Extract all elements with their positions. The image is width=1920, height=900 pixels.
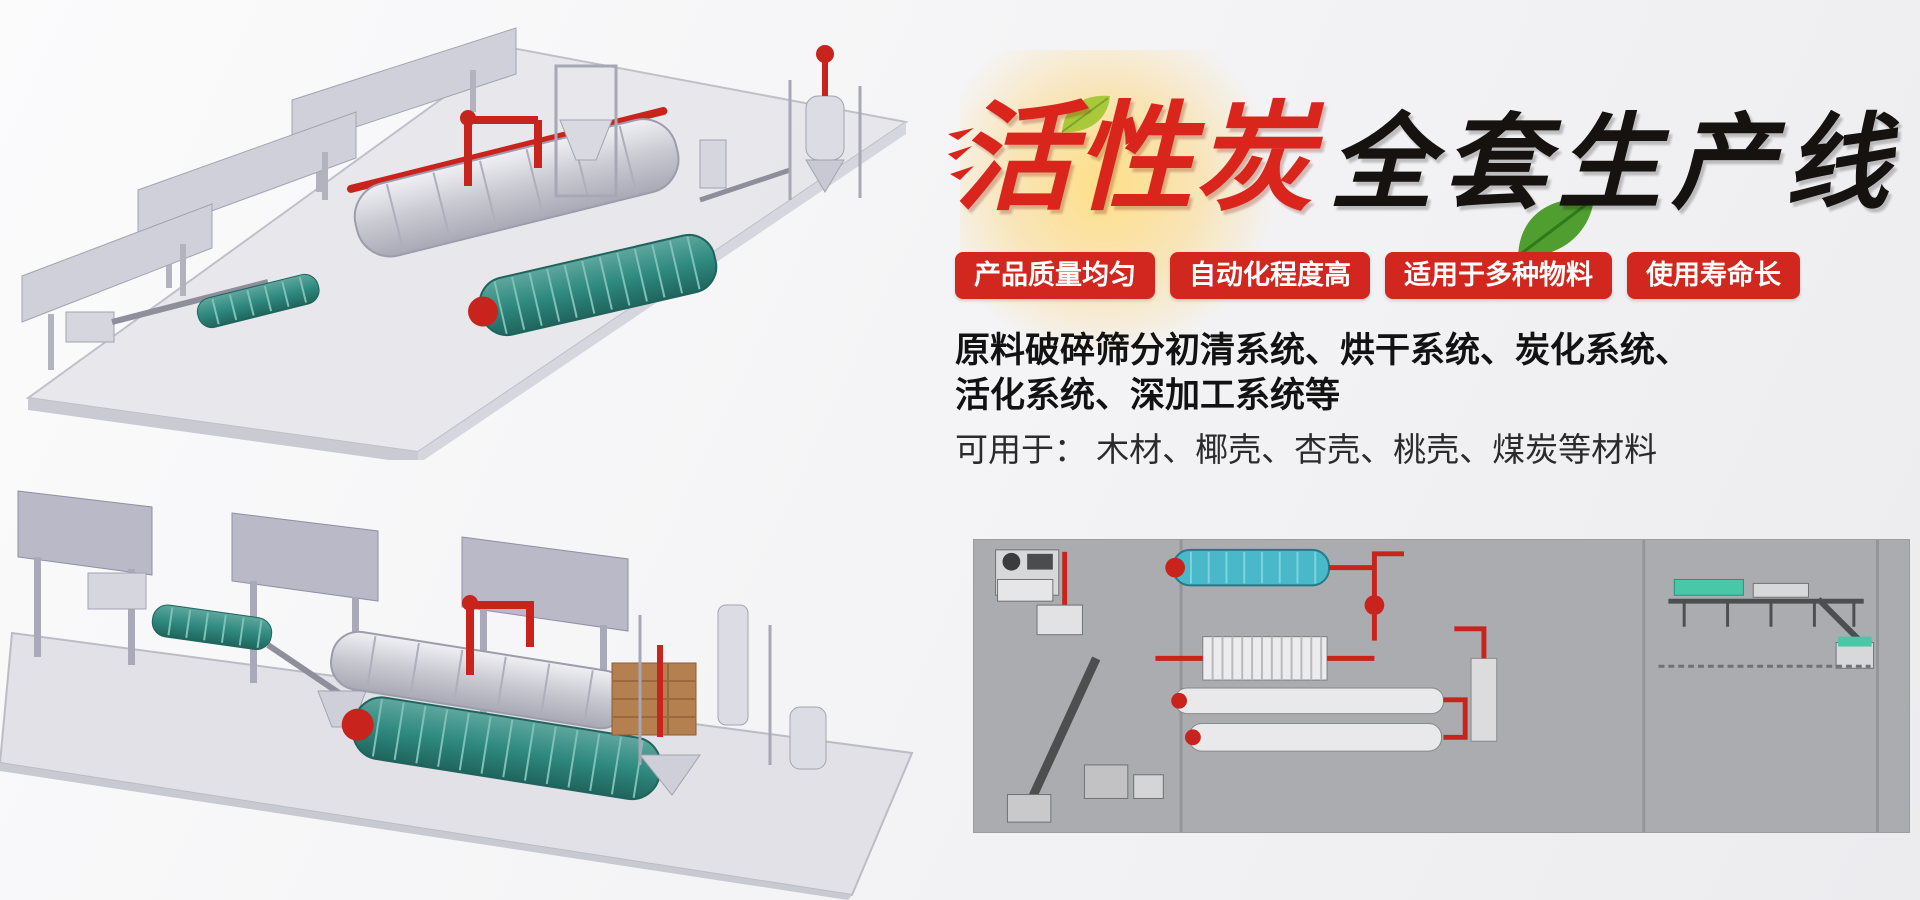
feeder-conveyor <box>65 279 269 343</box>
diagram-radiator <box>1155 636 1375 681</box>
cooling-drum <box>468 233 718 337</box>
systems-description-line2: 活化系统、深加工系统等 <box>955 375 1341 415</box>
tower-cluster <box>638 604 827 796</box>
feature-badges: 产品质量均匀 自动化程度高 适用于多种物料 使用寿命长 <box>955 252 1905 299</box>
plant-layout-diagram-svg <box>977 540 1906 832</box>
promo-panel: 活性炭全套生产线 产品质量均匀 自动化程度高 适用于多种物料 使用寿命长 原料破… <box>955 0 1905 470</box>
feature-badge-automation: 自动化程度高 <box>1170 252 1370 299</box>
bridge-panels <box>21 27 517 370</box>
diagram-divider-lines <box>1179 540 1880 832</box>
systems-description-line1: 原料破碎筛分初清系统、烘干系统、炭化系统、 <box>955 331 1691 370</box>
crusher-unit <box>87 572 367 728</box>
production-line-illustration-top-svg <box>21 27 909 460</box>
production-line-illustration-bottom <box>0 455 930 900</box>
production-line-illustration-top <box>0 0 940 460</box>
tower-frame <box>554 64 618 198</box>
red-piping <box>462 595 534 675</box>
diagram-left-cluster <box>995 549 1164 823</box>
materials-line: 可用于： 木材、椰壳、杏壳、桃壳、煤炭等材料 <box>955 430 1658 468</box>
systems-description: 原料破碎筛分初清系统、烘干系统、炭化系统、 活化系统、深加工系统等 <box>955 329 1905 419</box>
diagram-long-cylinders <box>1171 626 1498 752</box>
diagram-right-cluster <box>1658 578 1875 669</box>
title-rest: 全套生产线 <box>1329 106 1900 222</box>
leaf-icon <box>1061 95 1110 133</box>
feature-badge-materials: 适用于多种物料 <box>1385 252 1612 299</box>
title-highlight: 活性炭 <box>955 93 1316 225</box>
leaf-icon <box>1517 197 1594 258</box>
diagram-cyan-drum <box>1165 548 1331 587</box>
production-line-illustration-bottom-svg <box>0 490 914 900</box>
diagram-background <box>977 540 1906 832</box>
feature-badge-lifespan: 使用寿命长 <box>1627 252 1800 299</box>
banner-title: 活性炭全套生产线 <box>955 100 1905 218</box>
diagram-red-piping <box>1329 551 1405 641</box>
feature-badge-quality: 产品质量均匀 <box>955 252 1155 299</box>
brick-chamber <box>611 662 697 736</box>
small-rotary-drum <box>196 273 320 329</box>
carbonization-drum <box>341 696 662 801</box>
silo-cluster <box>699 45 862 203</box>
plant-layout-diagram <box>973 539 1910 833</box>
red-piping <box>460 110 542 186</box>
brush-strokes-decoration <box>948 128 974 180</box>
